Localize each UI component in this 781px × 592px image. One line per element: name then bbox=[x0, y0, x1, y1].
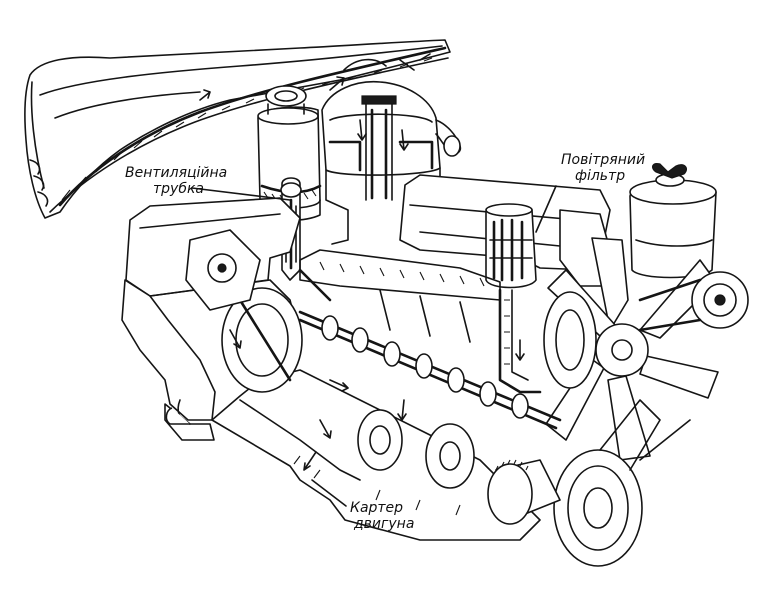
crankshaft bbox=[357, 409, 561, 525]
air-cleaner-canister bbox=[629, 163, 717, 279]
label-ventilation-tube-line1: Вентиляційна bbox=[125, 165, 228, 181]
label-crankcase-line2: двигуна bbox=[354, 516, 415, 532]
label-crankcase-line1: Картер bbox=[350, 500, 404, 516]
label-ventilation-tube-line2: трубка bbox=[153, 181, 204, 197]
label-air-filter-line1: Повітряний bbox=[561, 152, 646, 168]
label-crankcase: Картер двигуна bbox=[350, 500, 414, 532]
camshaft bbox=[298, 310, 562, 430]
air-filter-element bbox=[485, 203, 542, 394]
hood-panel bbox=[24, 39, 451, 219]
carburetor-assembly bbox=[321, 58, 462, 245]
label-air-filter: Повітряний фільтр bbox=[561, 152, 645, 184]
valve-train-left bbox=[185, 229, 501, 393]
label-ventilation-tube: Вентиляційна трубка bbox=[125, 165, 227, 197]
oil-filler-tank bbox=[257, 85, 322, 222]
pulley-assembly bbox=[543, 271, 749, 567]
airflow-arrows bbox=[199, 53, 525, 471]
label-air-filter-line2: фільтр bbox=[575, 168, 626, 184]
leader-lines bbox=[191, 185, 557, 507]
